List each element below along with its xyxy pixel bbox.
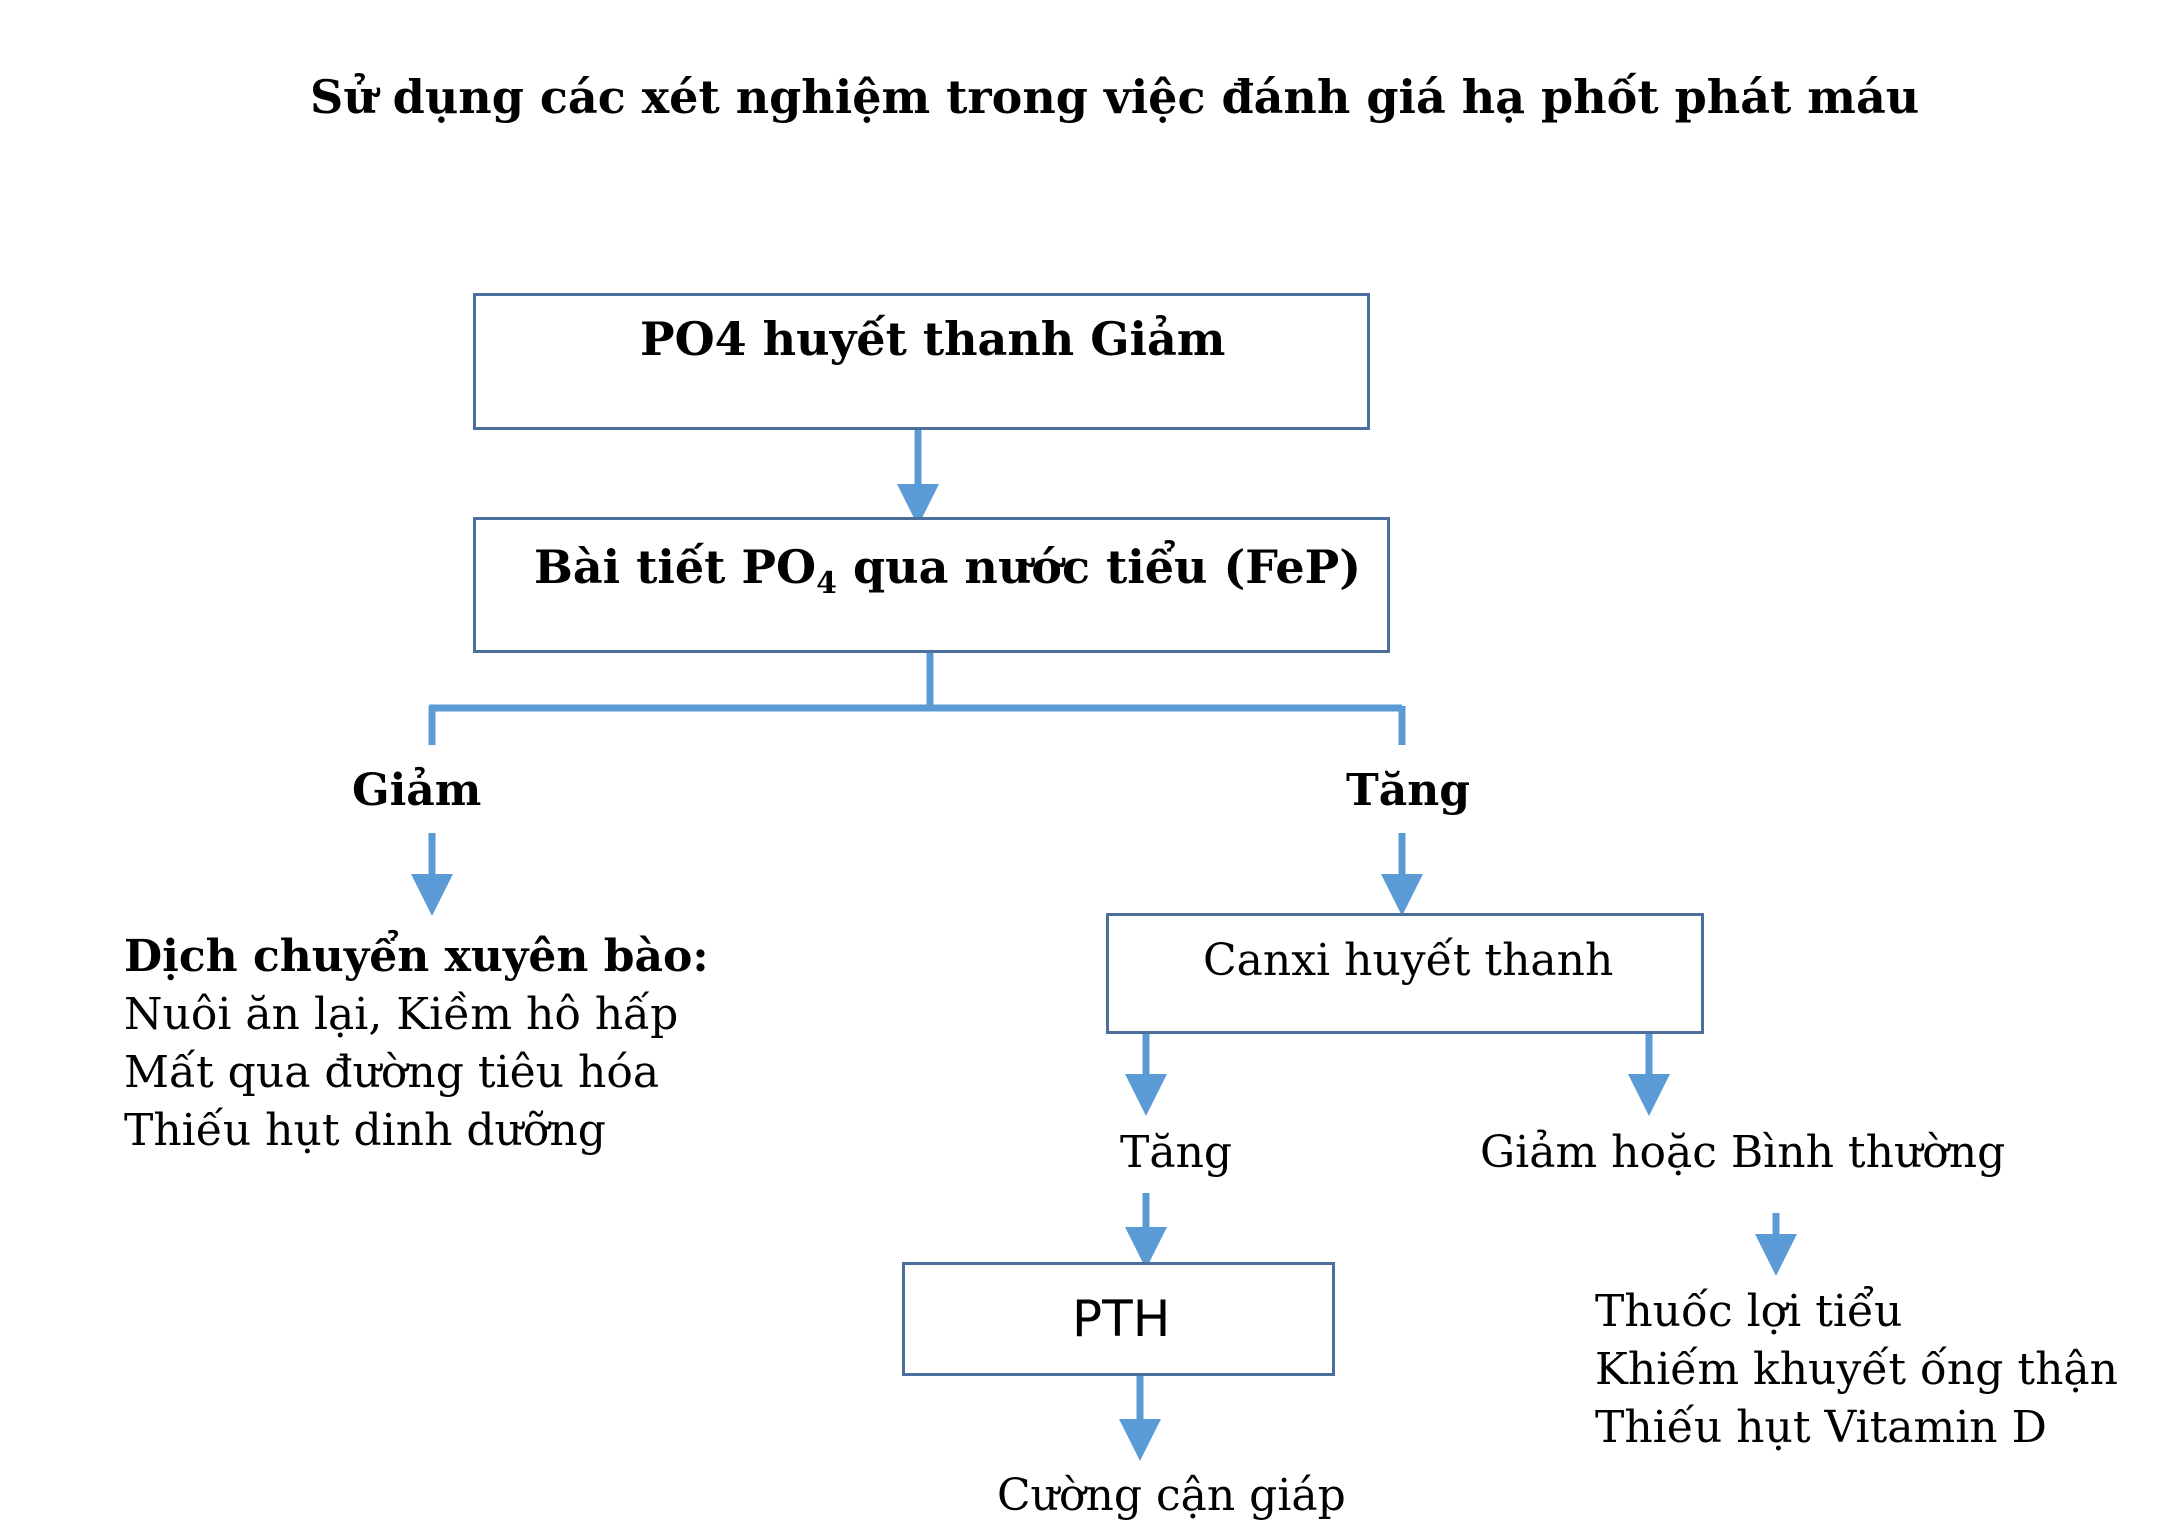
serum-calcium-box <box>1106 913 1704 1034</box>
transcellular-cause: Thiếu hụt dinh dưỡng <box>124 1105 606 1156</box>
diagram-title: Sử dụng các xét nghiệm trong việc đánh g… <box>310 70 1920 124</box>
pth-label: PTH <box>1072 1290 1171 1348</box>
serum-po4-label: PO4 huyết thanh Giảm <box>640 312 1226 366</box>
decreased-label: Giảm <box>352 765 482 816</box>
serum-calcium-label: Canxi huyết thanh <box>1203 935 1614 986</box>
renal-causes-block: Thuốc lợi tiểu Khiếm khuyết ống thận Thi… <box>1595 1283 2118 1457</box>
transcellular-block: Dịch chuyển xuyên bào: Nuôi ăn lại, Kiềm… <box>124 928 709 1160</box>
increased-label: Tăng <box>1346 765 1471 816</box>
renal-cause: Thuốc lợi tiểu <box>1595 1286 1903 1337</box>
hyperparathyroidism-label: Cường cận giáp <box>997 1470 1346 1521</box>
urine-po4-suffix: qua nước tiểu (FeP) <box>836 540 1361 594</box>
calcium-low-normal-label: Giảm hoặc Bình thường <box>1480 1127 2006 1178</box>
urine-po4-prefix: Bài tiết PO <box>534 540 817 594</box>
urine-po4-box <box>473 517 1390 653</box>
urine-po4-label: Bài tiết PO4 qua nước tiểu (FeP) <box>534 540 1361 601</box>
calcium-increased-label: Tăng <box>1120 1127 1233 1178</box>
transcellular-title: Dịch chuyển xuyên bào: <box>124 931 709 982</box>
transcellular-cause: Mất qua đường tiêu hóa <box>124 1047 660 1098</box>
renal-cause: Thiếu hụt Vitamin D <box>1595 1402 2047 1453</box>
serum-po4-box <box>473 293 1370 430</box>
pth-box <box>902 1262 1335 1376</box>
renal-cause: Khiếm khuyết ống thận <box>1595 1344 2118 1395</box>
urine-po4-subscript: 4 <box>816 566 837 602</box>
transcellular-cause: Nuôi ăn lại, Kiềm hô hấp <box>124 989 679 1040</box>
